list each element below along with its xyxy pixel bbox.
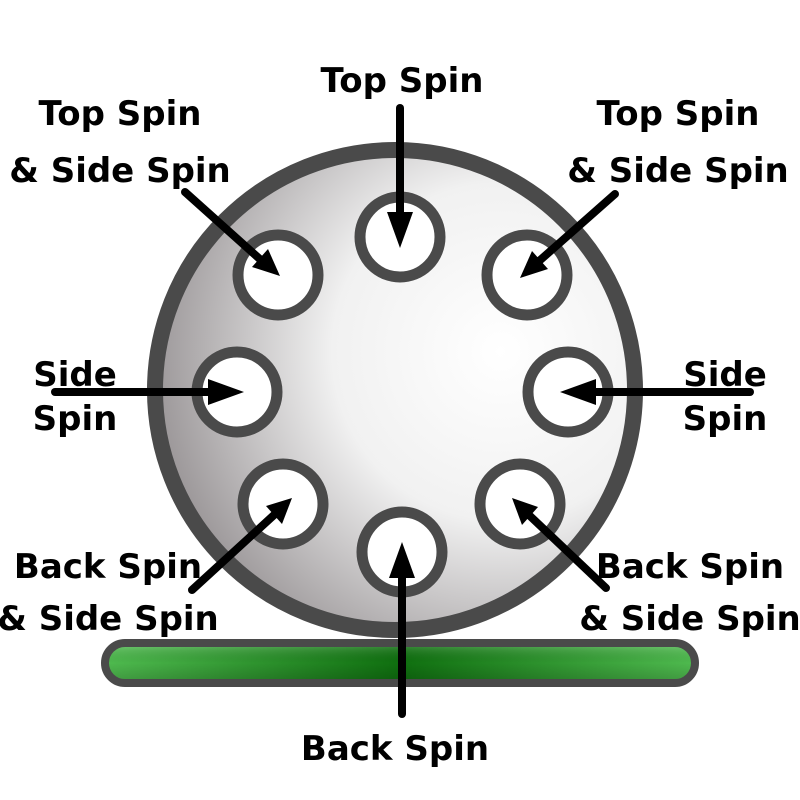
label-bottom-right-line1: Back Spin (596, 547, 784, 587)
arrow-top (387, 104, 413, 248)
arrow-right (560, 379, 754, 405)
arrow-left (51, 379, 244, 405)
label-top-left-line1: Top Spin (39, 94, 202, 134)
arrow-top-left (181, 188, 280, 276)
label-top: Top Spin (321, 61, 484, 101)
label-top-left-line2: & Side Spin (9, 151, 231, 191)
arrow-bottom-right (512, 498, 610, 592)
label-right-line1: Side (683, 355, 767, 395)
label-bottom-left-line1: Back Spin (14, 547, 202, 587)
arrow-top-right (520, 190, 619, 278)
label-right-line2: Spin (683, 399, 768, 439)
label-left-line1: Side (33, 355, 117, 395)
label-left-line2: Spin (33, 399, 118, 439)
label-bottom: Back Spin (301, 729, 489, 769)
arrow-bottom (389, 542, 415, 718)
arrow-bottom-left (188, 498, 292, 594)
label-top-right-line1: Top Spin (597, 94, 760, 134)
label-bottom-right-line2: & Side Spin (579, 599, 800, 639)
label-bottom-left-line2: & Side Spin (0, 599, 219, 639)
label-top-right-line2: & Side Spin (567, 151, 789, 191)
